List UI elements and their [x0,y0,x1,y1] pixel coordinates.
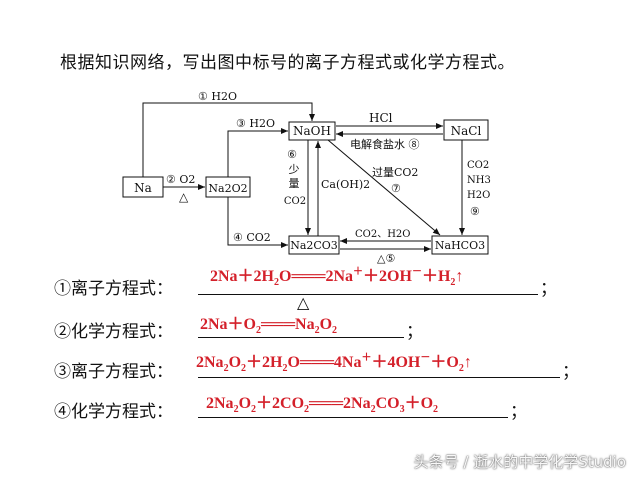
edge-label-6a: ⑥ [287,148,297,161]
node-nacl-box [443,119,489,141]
question-3-label: ③离子方程式： [54,362,173,382]
answer-2: 2Na＋O2═══Na2O2 [200,316,338,337]
edge-label-4: ④ CO2 [233,231,271,244]
edge-label-6c: 量 [289,177,300,190]
answer-3: 2Na2O2＋2H2O═══4Na＋＋4OH－＋O2↑ [196,352,472,375]
edge-label-7b: ⑦ [391,182,401,195]
question-3: ③离子方程式： ； [54,357,584,382]
question-1: ①离子方程式： ； [54,274,574,299]
edge-label-5a: CO2、H2O [355,229,411,240]
question-1-blank [198,294,538,295]
watermark: 头条号 / 逝水的中学化学Studio [413,453,626,471]
question-4-end: ； [510,402,527,422]
question-3-blank [198,377,560,378]
edge-label-6b: 少 [289,163,300,176]
question-2-blank [198,337,404,338]
edge-label-8: 电解食盐水 ⑧ [350,137,420,151]
edge-label-2-heat: △ [179,190,189,204]
node-na: Na [134,181,152,195]
node-na2co3: Na2CO3 [290,239,338,252]
node-naoh: NaOH [293,124,331,138]
answer-4: 2Na2O2＋2CO2═══2Na2CO3＋O2 [206,395,439,416]
question-2-label: ②化学方程式： [54,322,173,342]
edge-label-5b: △⑤ [377,252,395,265]
edge-label-3: ③ H2O [236,117,275,130]
edge-label-9b: NH3 [467,175,491,186]
edge-label-9d: ⑨ [470,205,480,218]
edge-label-9a: CO2 [467,160,489,171]
edge-label-1: ① H2O [198,90,237,103]
page-title: 根据知识网络，写出图中标号的离子方程式或化学方程式。 [60,53,515,73]
node-naoh-box [288,121,336,141]
question-1-end: ； [540,279,557,299]
edge-label-7a: 过量CO2 [372,166,418,179]
edge-label-6d: CO2 [284,196,306,207]
edge-label-hcl: HCl [369,111,393,125]
answer-1: 2Na＋2H2O═══2Na＋＋2OH－＋H2↑ [210,266,464,289]
question-3-end: ； [562,362,579,382]
arrow-1 [142,102,315,177]
answer-2-condition: △ [297,293,310,312]
node-nacl: NaCl [451,124,482,138]
edge-label-9c: H2O [467,190,490,201]
question-1-label: ①离子方程式： [54,279,173,299]
question-4: ④化学方程式： ； [54,397,574,422]
question-4-label: ④化学方程式： [54,402,173,422]
node-na2o2: Na2O2 [208,182,247,195]
edge-label-2: ② O2 [166,173,195,186]
node-nahco3-box [431,235,489,255]
edge-label-caoh2: Ca(OH)2 [321,178,370,191]
arrow-3 [227,128,288,177]
question-4-blank [198,417,508,418]
node-nahco3: NaHCO3 [435,239,485,252]
question-2-end: ； [406,322,423,342]
arrow-4 [227,197,288,248]
arrow-7 [327,139,441,236]
question-2: ②化学方程式： ； [54,317,574,342]
node-na2co3-box [288,235,340,255]
